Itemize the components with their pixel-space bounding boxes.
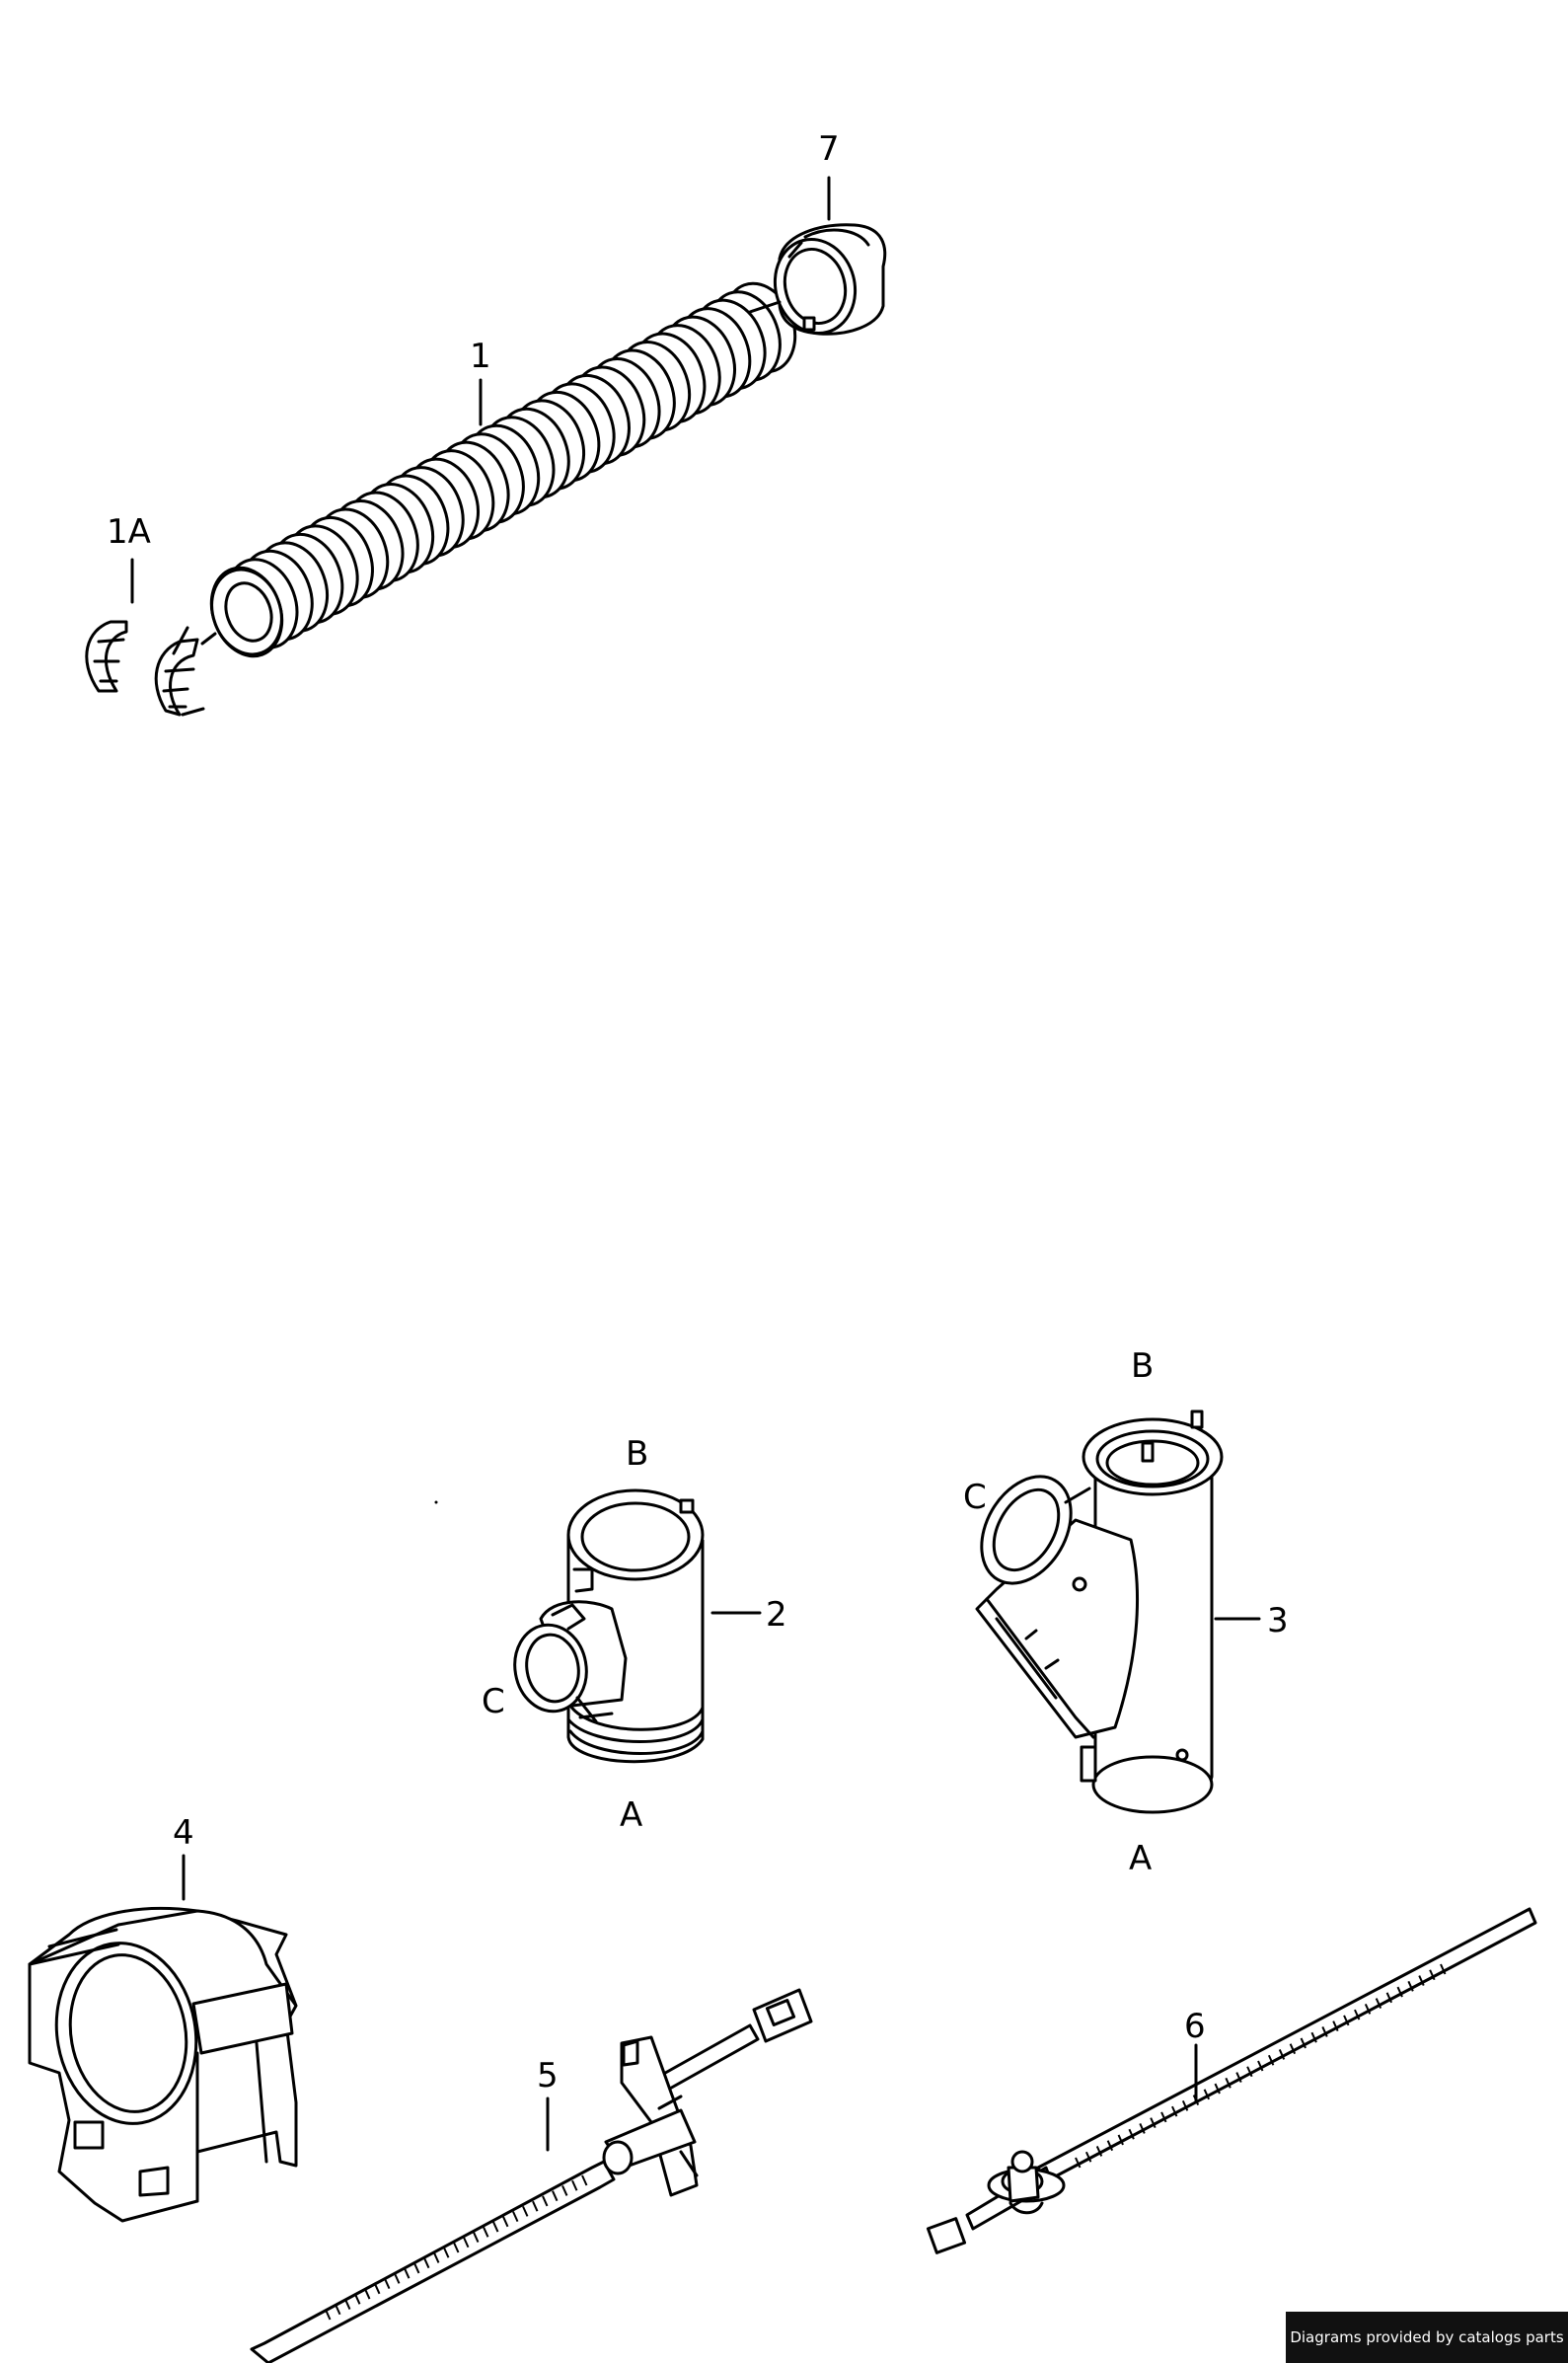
tie-tooth bbox=[1289, 2043, 1297, 2055]
tie-tooth bbox=[423, 2257, 430, 2269]
tie-tooth bbox=[1396, 1986, 1403, 1998]
tie-tooth bbox=[1181, 2099, 1189, 2111]
tie-tooth bbox=[1300, 2037, 1307, 2049]
tie-tooth bbox=[1171, 2105, 1178, 2117]
tie-tooth bbox=[1203, 2089, 1211, 2100]
tie-tooth bbox=[1440, 1963, 1447, 1975]
tie-tooth bbox=[1343, 2015, 1350, 2026]
tie-tooth bbox=[502, 2216, 509, 2228]
tie-tooth bbox=[571, 2179, 578, 2191]
tie-tooth bbox=[473, 2232, 480, 2243]
label-3-port-b[interactable]: B bbox=[1131, 1346, 1154, 1386]
label-3[interactable]: 3 bbox=[1267, 1601, 1289, 1640]
tie-tooth bbox=[1095, 2146, 1103, 2157]
tie-tooth bbox=[1364, 2003, 1372, 2015]
part-7-hose-clamp[interactable] bbox=[748, 223, 887, 343]
tie-tooth bbox=[463, 2237, 470, 2249]
tie-tooth bbox=[1385, 1992, 1393, 2004]
tie-tooth bbox=[335, 2304, 341, 2316]
tie-tooth bbox=[404, 2267, 411, 2279]
tie-tooth bbox=[1332, 2020, 1339, 2032]
tie-tooth bbox=[1235, 2072, 1242, 2083]
label-2-port-a[interactable]: A bbox=[620, 1795, 642, 1835]
tie-tooth bbox=[1375, 1998, 1382, 2009]
tie-tooth bbox=[384, 2278, 391, 2290]
part-3-y-connector[interactable] bbox=[963, 1410, 1224, 1814]
label-6[interactable]: 6 bbox=[1184, 2007, 1206, 2046]
tie-tooth bbox=[413, 2262, 420, 2274]
tie-tooth bbox=[1117, 2134, 1124, 2146]
tie-tooth bbox=[1106, 2140, 1114, 2152]
tie-tooth bbox=[1246, 2066, 1253, 2078]
tie-tooth bbox=[1310, 2031, 1317, 2043]
stray-dot bbox=[434, 1500, 438, 1504]
tie-tooth bbox=[483, 2226, 489, 2238]
part-4-pipe-bracket[interactable] bbox=[28, 1907, 298, 2223]
label-1[interactable]: 1 bbox=[470, 337, 491, 376]
label-2-port-b[interactable]: B bbox=[626, 1434, 648, 1474]
tie-tooth bbox=[374, 2283, 381, 2295]
label-4[interactable]: 4 bbox=[173, 1813, 194, 1853]
part-1a-clip[interactable] bbox=[85, 620, 217, 717]
tie-tooth bbox=[492, 2221, 499, 2233]
part-1-corrugated-tube[interactable] bbox=[199, 273, 806, 666]
tie-tooth bbox=[364, 2288, 371, 2300]
tie-tooth bbox=[453, 2242, 460, 2253]
tie-tooth bbox=[1407, 1980, 1414, 1992]
footer-credit: Diagrams provided by catalogs parts bbox=[1286, 2312, 1568, 2363]
part-5-cable-tie-clip[interactable] bbox=[250, 1988, 813, 2363]
label-2[interactable]: 2 bbox=[766, 1595, 787, 1635]
label-7[interactable]: 7 bbox=[818, 129, 840, 169]
tie-tooth bbox=[542, 2195, 549, 2207]
tie-tooth bbox=[443, 2247, 450, 2258]
tie-tooth bbox=[1257, 2060, 1264, 2072]
tie-tooth bbox=[1139, 2123, 1146, 2134]
tie-tooth bbox=[394, 2272, 401, 2284]
tie-tooth bbox=[522, 2205, 529, 2217]
tie-tooth bbox=[1267, 2054, 1275, 2066]
part-2-t-connector[interactable] bbox=[508, 1488, 705, 1764]
tie-tooth bbox=[1160, 2111, 1167, 2123]
tie-tooth bbox=[1429, 1969, 1436, 1981]
label-3-port-a[interactable]: A bbox=[1129, 1839, 1152, 1878]
tie-tooth bbox=[1418, 1975, 1425, 1986]
tie-tooth bbox=[512, 2211, 519, 2223]
label-1a[interactable]: 1A bbox=[107, 512, 151, 552]
tie-tooth bbox=[325, 2309, 332, 2321]
tie-tooth bbox=[561, 2185, 568, 2196]
tie-tooth bbox=[354, 2293, 361, 2305]
tie-tooth bbox=[1225, 2077, 1232, 2089]
tie-tooth bbox=[433, 2252, 440, 2263]
label-2-port-c[interactable]: C bbox=[482, 1682, 505, 1721]
tie-tooth bbox=[1128, 2128, 1135, 2140]
tie-tooth bbox=[581, 2174, 588, 2186]
tie-tooth bbox=[344, 2299, 351, 2310]
tie-tooth bbox=[1278, 2049, 1286, 2060]
tie-tooth bbox=[1150, 2117, 1157, 2129]
tie-tooth bbox=[1354, 2009, 1361, 2020]
tie-tooth bbox=[1084, 2151, 1092, 2163]
tie-tooth bbox=[1075, 2157, 1082, 2169]
label-5[interactable]: 5 bbox=[537, 2056, 559, 2096]
tie-tooth bbox=[552, 2190, 559, 2202]
tie-tooth bbox=[1321, 2026, 1328, 2037]
tie-tooth bbox=[1214, 2083, 1221, 2095]
label-3-port-c[interactable]: C bbox=[963, 1478, 987, 1517]
part-6-cable-tie-stud[interactable] bbox=[926, 1907, 1537, 2254]
tie-tooth bbox=[532, 2200, 539, 2212]
